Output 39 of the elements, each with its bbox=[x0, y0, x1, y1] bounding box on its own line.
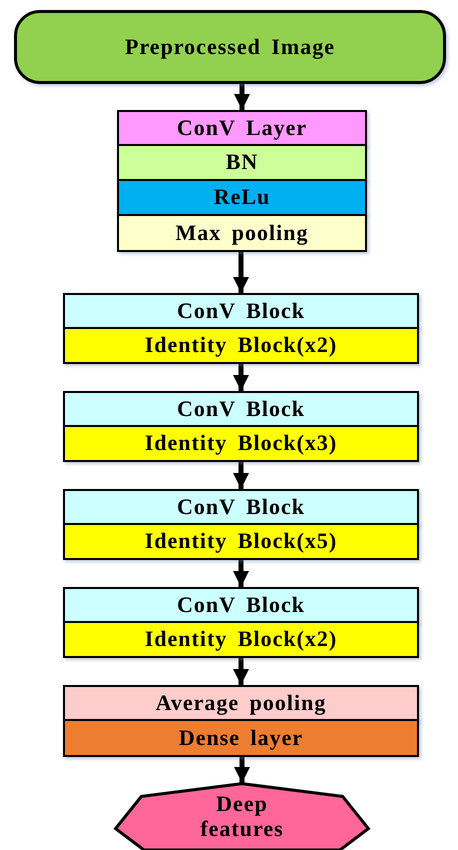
layer-box bbox=[63, 685, 419, 721]
heptagon-shape bbox=[113, 783, 371, 850]
arrow bbox=[233, 658, 249, 685]
node-label: ConV Block bbox=[177, 494, 305, 520]
node-label: Dense layer bbox=[178, 726, 304, 750]
arrow bbox=[233, 560, 249, 587]
node-label: Deep features bbox=[199, 792, 285, 841]
layer-box bbox=[117, 179, 367, 216]
layer-box bbox=[63, 293, 419, 329]
layer-box bbox=[63, 327, 419, 364]
node-label: Max pooling bbox=[176, 220, 308, 246]
arrow bbox=[233, 252, 249, 293]
layer-box bbox=[117, 144, 367, 181]
node-label: Preprocessed Image bbox=[125, 34, 335, 60]
node-label: Identity Block(x2) bbox=[144, 627, 338, 652]
node-label: ConV Block bbox=[177, 298, 305, 324]
node-label: Identity Block(x5) bbox=[144, 529, 338, 554]
node-label: ConV Block bbox=[177, 396, 305, 422]
layer-box bbox=[117, 214, 367, 252]
layer-box bbox=[63, 489, 419, 525]
layer-box bbox=[63, 523, 419, 560]
rounded-box bbox=[14, 10, 446, 84]
layer-box bbox=[63, 719, 419, 757]
node-label: ReLu bbox=[214, 185, 270, 210]
arrow bbox=[234, 757, 250, 783]
node-label: Identity Block(x2) bbox=[144, 333, 338, 358]
arrow bbox=[233, 462, 249, 489]
layer-box bbox=[63, 587, 419, 623]
layer-box bbox=[63, 391, 419, 427]
node-label: Identity Block(x3) bbox=[144, 431, 338, 456]
node-label: ConV Layer bbox=[176, 116, 308, 140]
layer-box bbox=[63, 621, 419, 658]
layer-box bbox=[117, 110, 367, 146]
node-label: Average pooling bbox=[156, 690, 326, 716]
arrow bbox=[233, 364, 249, 391]
arrow bbox=[234, 84, 250, 110]
layer-box bbox=[63, 425, 419, 462]
node-label: ConV Block bbox=[177, 592, 305, 618]
node-label: BN bbox=[226, 150, 258, 175]
